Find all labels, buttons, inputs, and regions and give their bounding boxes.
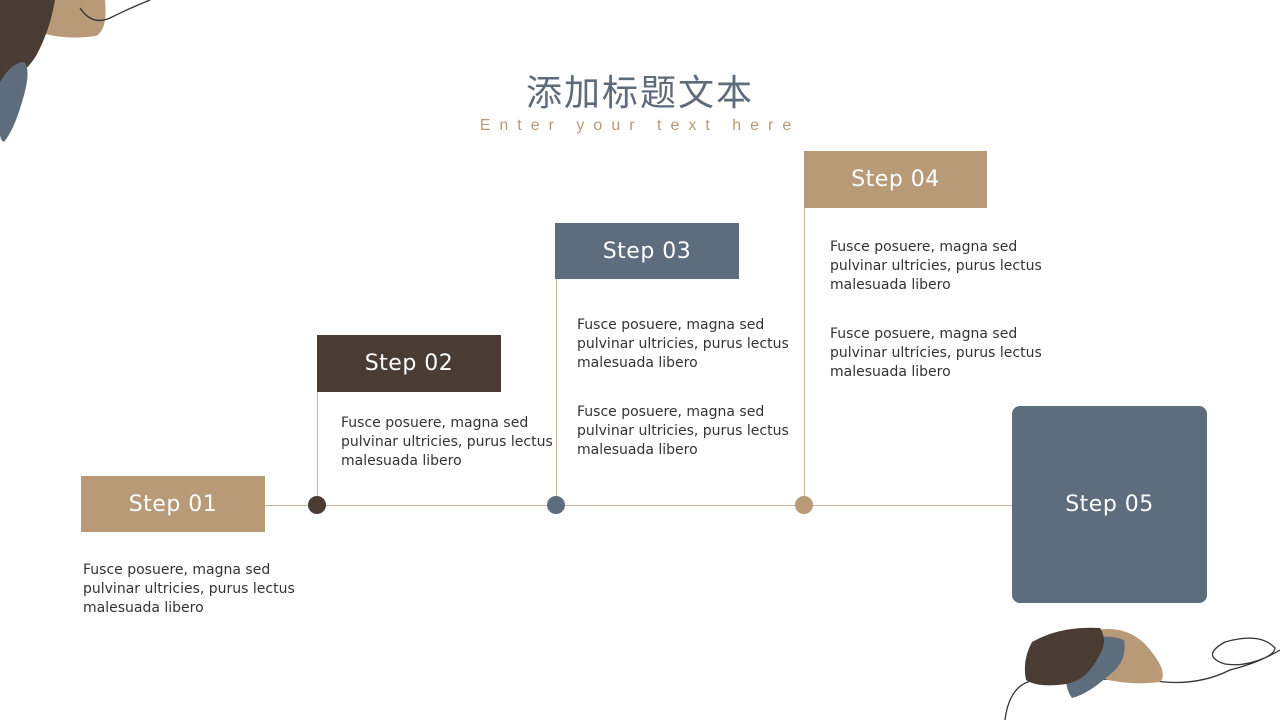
step-02-label: Step 02 — [364, 351, 454, 376]
dark-brown-blob — [0, 0, 55, 84]
swirl-line — [79, 0, 151, 22]
step-01-label: Step 01 — [128, 491, 218, 517]
step-04-box: Step 04 — [804, 151, 987, 208]
timeline-dot-step-04 — [795, 496, 813, 514]
step-03-description-1: Fusce posuere, magna sed pulvinar ultric… — [577, 317, 789, 371]
step-02-box: Step 02 — [317, 335, 501, 392]
step-04-description-2: Fusce posuere, magna sed pulvinar ultric… — [830, 326, 1042, 380]
timeline-dot-step-03 — [547, 496, 565, 514]
step-01-description: Fusce posuere, magna sed pulvinar ultric… — [83, 562, 295, 616]
step-03-description-2: Fusce posuere, magna sed pulvinar ultric… — [577, 404, 789, 458]
dark-brown-blob — [1024, 627, 1104, 686]
step-05-box: Step 05 — [1012, 406, 1207, 603]
step-03-box: Step 03 — [555, 223, 739, 279]
page-subtitle: Enter your text here — [479, 117, 801, 134]
step-03-label: Step 03 — [602, 238, 692, 264]
timeline-dot-step-02 — [308, 496, 326, 514]
bottom-right-decoration — [1004, 627, 1280, 720]
page-title: 添加标题文本 — [525, 73, 754, 114]
step-04-description-1: Fusce posuere, magna sed pulvinar ultric… — [830, 239, 1042, 293]
connector-line-step-04 — [804, 207, 805, 505]
tan-blob — [40, 0, 106, 38]
step-02-description: Fusce posuere, magna sed pulvinar ultric… — [341, 415, 553, 469]
step-01-box: Step 01 — [81, 476, 265, 532]
timeline-line — [265, 505, 1013, 506]
step-04-label: Step 04 — [851, 167, 940, 192]
connector-line-step-02 — [317, 392, 318, 505]
step-05-label: Step 05 — [1065, 492, 1154, 517]
connector-line-step-03 — [556, 279, 557, 505]
top-left-decoration — [0, 0, 151, 142]
slate-blob — [0, 62, 28, 142]
